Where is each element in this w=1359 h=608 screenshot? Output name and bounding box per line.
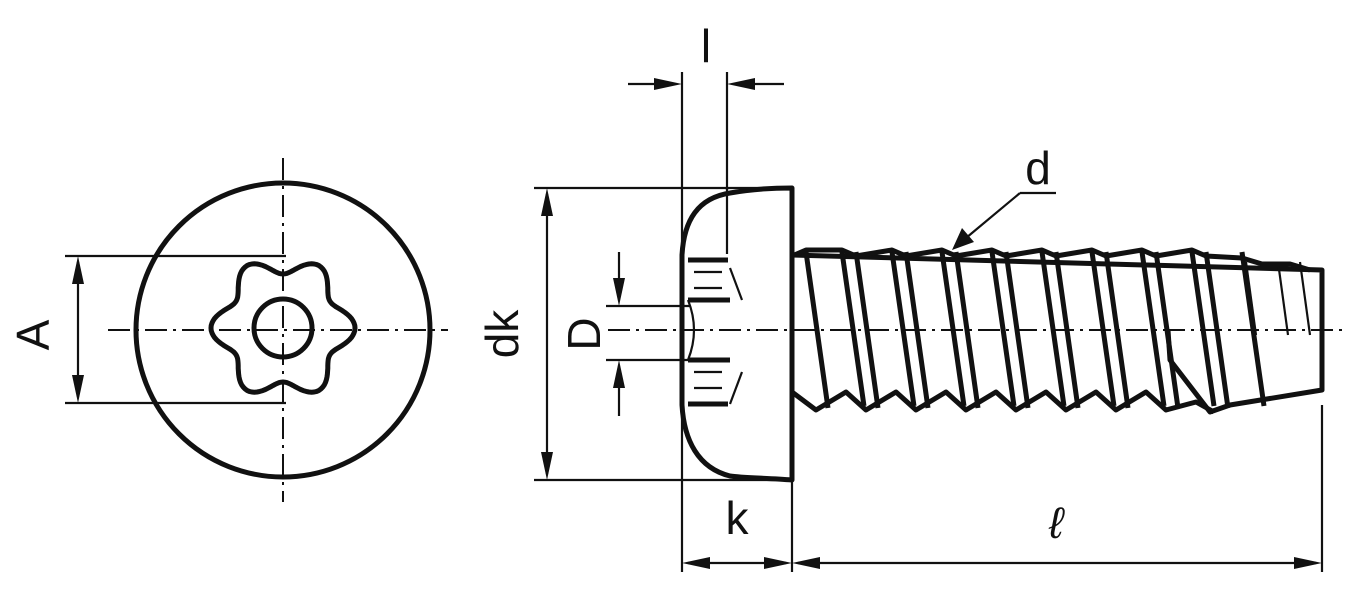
- thread-crest: [803, 251, 867, 409]
- shank-outline: [791, 252, 1325, 415]
- dim-dk-arrow-top: [541, 188, 553, 216]
- thread-bottom-edge: [790, 389, 1216, 415]
- dim-dk-arrow-bottom: [541, 452, 553, 480]
- side-view: l dk D d: [476, 20, 1348, 572]
- dim-k-arrow-right: [764, 557, 792, 569]
- dim-l-arrow-left: [654, 78, 682, 90]
- dim-l-arrow-right: [727, 78, 755, 90]
- dimension-l: l: [628, 20, 784, 255]
- thread-crest: [903, 251, 967, 409]
- dimension-k: k: [680, 410, 794, 572]
- dim-D-arrow-top: [613, 278, 625, 306]
- dim-l-label: l: [701, 20, 711, 72]
- recess-detail-lines: [686, 188, 744, 407]
- dimension-dk: dk: [476, 186, 792, 482]
- dim-dk-label: dk: [476, 309, 528, 359]
- thread-tip-crest: [1276, 261, 1290, 336]
- dim-k-arrow-left: [682, 557, 710, 569]
- dimension-A: A: [7, 254, 286, 405]
- dim-ell-label: ℓ: [1048, 499, 1065, 548]
- thread-crest: [1203, 251, 1267, 409]
- threaded-shank: [790, 247, 1325, 415]
- dimension-ell: ℓ: [792, 405, 1324, 572]
- thread-crest: [1053, 251, 1117, 409]
- head-profile: [679, 185, 795, 483]
- leader-d-arrow: [952, 228, 974, 250]
- thread-crests: [803, 251, 1312, 409]
- dim-A-arrow-bottom: [72, 375, 84, 403]
- dim-ell-arrow-left: [792, 557, 820, 569]
- leader-d: d: [952, 142, 1056, 250]
- center-pin-circle: [251, 296, 315, 360]
- thread-crest: [853, 251, 917, 409]
- head-outer-circle: [133, 180, 433, 480]
- dimension-D: D: [558, 252, 690, 416]
- dim-k-label: k: [726, 492, 750, 544]
- top-view: [108, 158, 448, 502]
- thread-crest: [1153, 251, 1217, 409]
- hexalobe-recess-outline: [208, 261, 358, 395]
- thread-crest: [1103, 251, 1167, 409]
- thread-crest: [953, 251, 1017, 409]
- leader-d-label: d: [1025, 142, 1051, 194]
- dim-A-label: A: [7, 319, 59, 350]
- dim-ell-arrow-right: [1294, 557, 1322, 569]
- thread-tip-crest: [1298, 261, 1312, 336]
- dim-A-arrow-top: [72, 256, 84, 284]
- leader-d-diagonal: [965, 192, 1021, 239]
- thread-crest: [1003, 251, 1067, 409]
- thread-tip-crest: [1244, 261, 1258, 336]
- dim-D-arrow-bottom: [613, 360, 625, 388]
- thread-top-edge: [791, 247, 1311, 273]
- dim-D-label: D: [558, 317, 610, 350]
